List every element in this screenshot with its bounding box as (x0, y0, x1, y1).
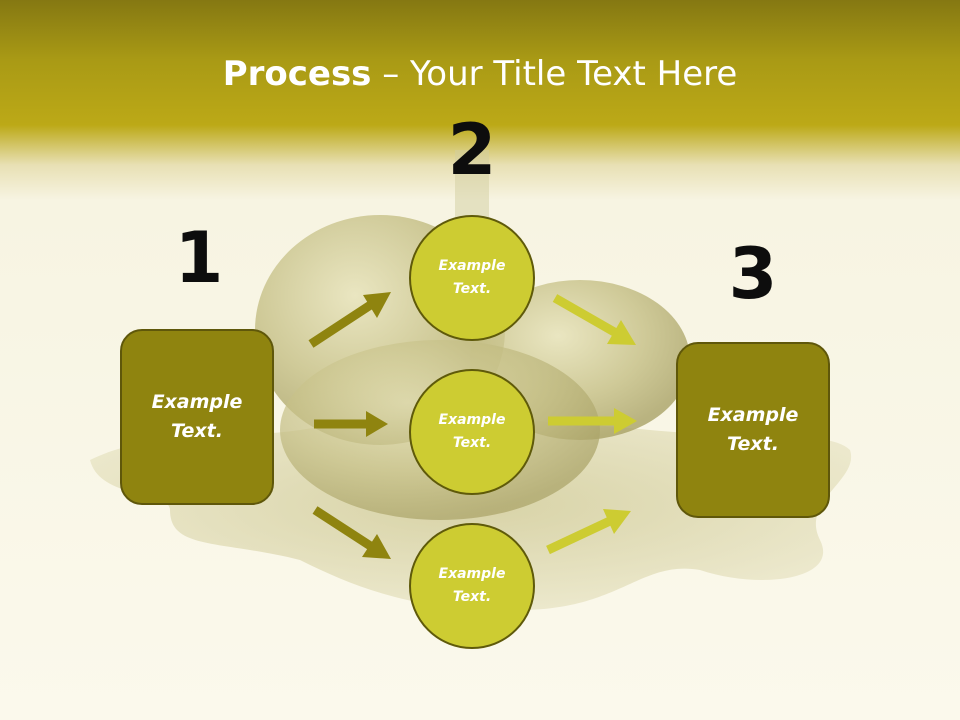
slide-title: Process – Your Title Text Here (0, 52, 960, 96)
process-circle-top: Example Text. (409, 215, 535, 341)
step-number-3: 3 (728, 233, 778, 315)
circle-top-text: Example Text. (438, 258, 506, 297)
arrow-middle-to-right (548, 408, 637, 434)
left-box-text: Example Text. (151, 391, 243, 442)
arrow-left-to-middle (314, 411, 388, 437)
step-number-2: 2 (447, 109, 497, 191)
arrow-bottom-to-right (546, 509, 631, 555)
circle-middle-text: Example Text. (438, 412, 506, 451)
process-circle-middle: Example Text. (409, 369, 535, 495)
arrow-top-to-right (552, 294, 636, 345)
process-circle-bottom: Example Text. (409, 523, 535, 649)
arrow-left-to-bottom (312, 506, 391, 559)
circle-bottom-text: Example Text. (438, 566, 506, 605)
right-box-text: Example Text. (707, 404, 799, 455)
left-process-box: Example Text. (120, 329, 274, 505)
title-rest-part: – Your Title Text Here (371, 54, 738, 94)
title-bold-part: Process (222, 54, 372, 94)
right-process-box: Example Text. (676, 342, 830, 518)
step-number-1: 1 (174, 217, 224, 299)
arrow-left-to-top (308, 292, 391, 348)
